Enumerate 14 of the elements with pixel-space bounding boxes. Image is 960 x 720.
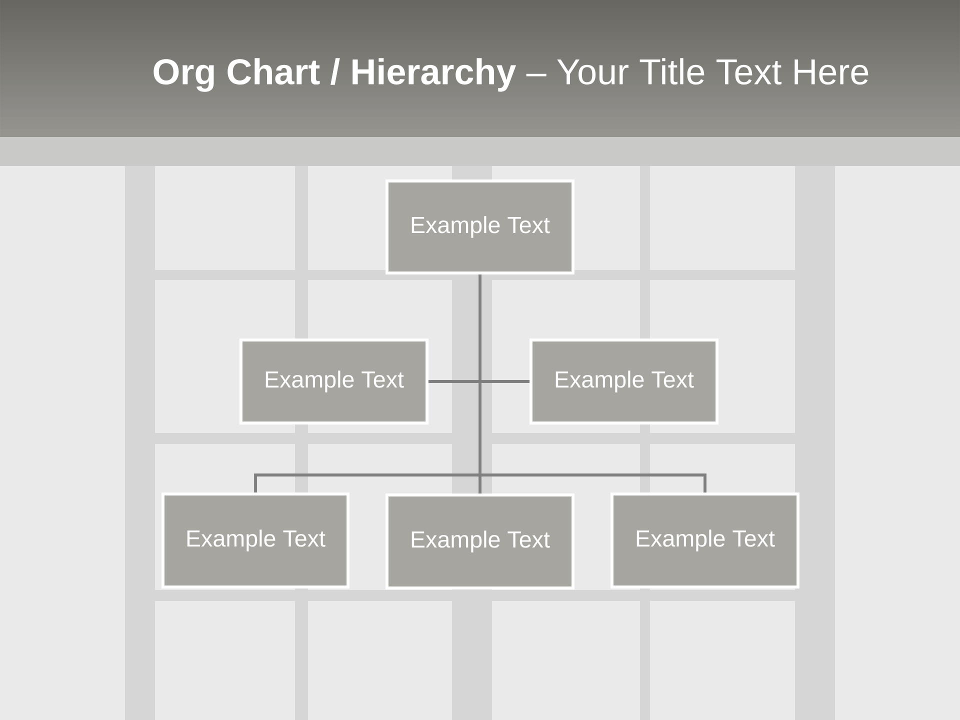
connector-line — [254, 474, 480, 493]
org-box: Example Text — [162, 492, 350, 588]
connector-line — [478, 475, 482, 494]
connector-line — [478, 274, 482, 382]
connector-line — [428, 380, 480, 383]
org-box: Example Text — [386, 180, 574, 274]
connector-line — [480, 474, 706, 493]
org-box: Example Text — [240, 338, 428, 424]
connector-line — [478, 382, 482, 475]
org-box: Example Text — [530, 338, 718, 424]
org-box: Example Text — [386, 494, 574, 590]
slide-title: Org Chart / Hierarchy – Your Title Text Here — [154, 58, 868, 92]
connector-line — [480, 380, 530, 383]
org-box: Example Text — [610, 492, 800, 588]
